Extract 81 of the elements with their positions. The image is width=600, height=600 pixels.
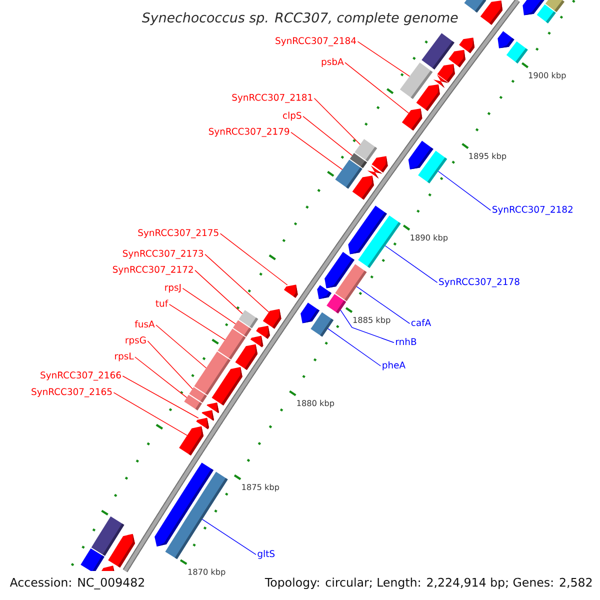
leader-line	[340, 310, 394, 343]
leader-line	[134, 356, 188, 398]
gene-block	[418, 150, 448, 184]
gene-pentagon	[352, 176, 374, 200]
leader-line	[182, 288, 236, 324]
gene-label: SynRCC307_2166	[40, 372, 121, 381]
leader-line	[384, 245, 438, 283]
gene-block	[335, 160, 362, 189]
leader-line	[194, 270, 243, 314]
footer-text: Topology: circular; Length: 2,224,914 bp; Genes: 2,582	[264, 578, 592, 590]
gene-pentagon	[459, 38, 475, 54]
leader-line	[156, 324, 207, 368]
tick-label: 1870 kbp	[188, 568, 226, 576]
gene-label: rnhB	[396, 338, 416, 345]
gene-label: SynRCC307_2175	[138, 229, 218, 238]
tick-label: 1880 kbp	[297, 400, 334, 408]
gene-block	[165, 472, 228, 560]
gene-pentagon	[284, 284, 298, 298]
gene-block	[464, 0, 486, 13]
gene-pentagon	[498, 31, 514, 48]
gene-block	[335, 264, 367, 302]
gene-label: rpsG	[126, 336, 146, 346]
gene-label: rpsL	[115, 352, 134, 362]
tick-label: 1895 kbp	[469, 152, 506, 161]
gene-block	[506, 41, 528, 64]
leader-line	[438, 170, 492, 211]
leader-line	[168, 304, 226, 340]
leader-line	[327, 328, 382, 366]
gene-label: SynRCC307_2178	[439, 278, 520, 288]
gene-label: fusA	[134, 320, 155, 328]
leader-line	[290, 132, 343, 170]
leader-line	[302, 116, 353, 156]
leader-line	[220, 233, 288, 286]
title: Synechococcus sp. RCC307, complete genome	[142, 12, 458, 26]
leader-line	[357, 41, 410, 77]
gene-pentagon	[108, 534, 135, 568]
gene-block	[536, 4, 556, 24]
tick-label: 1875 kbp	[242, 484, 280, 492]
leader-line	[122, 376, 199, 418]
gene-label: SynRCC307_2182	[492, 206, 572, 215]
gene-pentagon	[480, 0, 503, 25]
leader-line	[147, 340, 193, 390]
gene-label: clpS	[283, 112, 302, 121]
leader-line	[204, 254, 270, 313]
gene-block	[184, 394, 202, 410]
gene-pentagon	[256, 326, 270, 339]
leader-line	[202, 518, 256, 555]
gene-label: SynRCC307_2179	[208, 128, 290, 137]
gene-pentagon	[317, 285, 332, 300]
tick-label: 1890 kbp	[410, 234, 448, 242]
leader-line	[113, 392, 188, 436]
gene-pentagon	[101, 566, 114, 571]
gene-label: SynRCC307_2165	[32, 388, 112, 398]
gene-label: cafA	[411, 319, 432, 326]
gene-label: SynRCC307_2184	[276, 37, 356, 46]
gene-pentagon	[416, 84, 440, 112]
gene-label: rpsJ	[165, 284, 181, 293]
gene-label: SynRCC307_2181	[232, 94, 312, 103]
gene-label: psbA	[322, 58, 344, 67]
gene-label: pheA	[382, 361, 406, 370]
gene-pentagon	[448, 50, 466, 68]
gene-block	[326, 294, 346, 314]
gene-pentagon	[212, 366, 242, 406]
gene-label: SynRCC307_2173	[122, 250, 204, 259]
tick-label: 1900 kbp	[528, 72, 566, 80]
footer-text: Accession: NC_009482	[10, 578, 144, 590]
gene-label: SynRCC307_2172	[112, 266, 193, 275]
leader-line	[356, 286, 410, 324]
gene-block	[358, 215, 401, 268]
leader-line	[344, 62, 410, 114]
gene-label: tuf	[156, 300, 168, 307]
leader-line	[314, 98, 361, 145]
gene-pentagon	[235, 344, 258, 370]
gene-label: gltS	[258, 550, 275, 559]
gene-pentagon	[179, 426, 204, 456]
gene-block	[310, 312, 334, 337]
gene-pentagon	[300, 302, 320, 324]
gene-block	[80, 548, 104, 571]
gene-pentagon	[402, 108, 422, 131]
gene-pentagon	[262, 308, 282, 329]
tick-label: 1885 kbp	[353, 316, 390, 325]
